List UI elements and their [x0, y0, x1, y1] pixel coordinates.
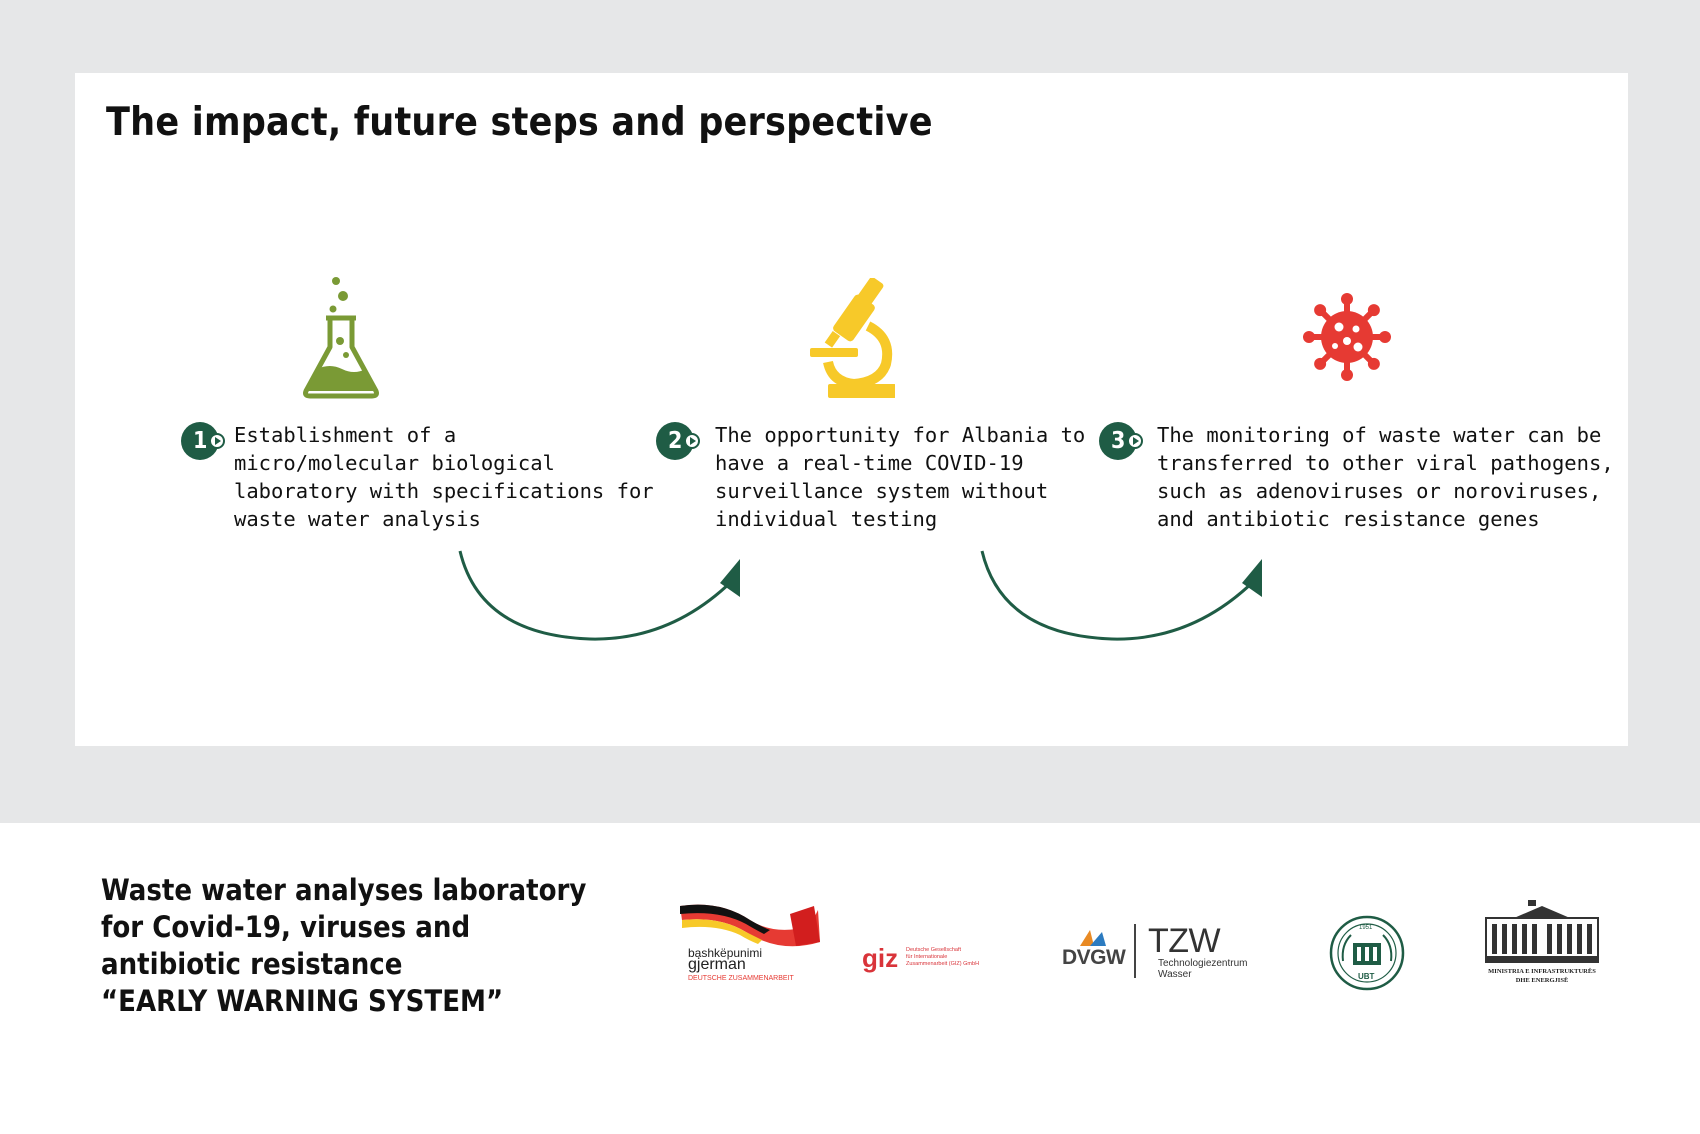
step-2-number: 2 [668, 428, 683, 454]
tzw-mark: TZW [1148, 922, 1221, 960]
giz-logo: giz Deutsche Gesellschaft für Internatio… [862, 943, 982, 977]
content-card [75, 73, 1628, 746]
bashkepunimi-gjerman-logo: bashkëpunimi gjerman DEUTSCHE ZUSAMMENAR… [680, 902, 820, 986]
footer-title-line: for Covid-19, viruses and [101, 910, 471, 944]
building-icon [1485, 900, 1599, 963]
flag-ribbon-icon [680, 904, 820, 947]
logo-line: DHE ENERGJISË [1515, 977, 1569, 984]
logo-divider [1134, 924, 1136, 978]
logo-line: Technologiezentrum [1158, 958, 1248, 969]
step-2-text: The opportunity for Albania to have a re… [715, 423, 1086, 531]
ministry-logo: MINISTRIA E INFRASTRUKTURËS DHE ENERGJIS… [1484, 898, 1600, 990]
page-title: The impact, future steps and perspective [106, 100, 933, 145]
curved-arrow-icon [458, 550, 740, 641]
logo-line: für Internationale [906, 954, 948, 960]
step-3-text: The monitoring of waste water can be tra… [1157, 423, 1614, 531]
play-icon [209, 433, 225, 449]
logo-line: Zusammenarbeit (GIZ) GmbH [906, 961, 980, 967]
microscope-icon [810, 278, 895, 398]
step-2-badge: 2 [656, 422, 700, 460]
play-icon [684, 433, 700, 449]
seal-mark: UBT [1358, 972, 1375, 981]
seal-icon [1329, 915, 1405, 991]
step-3-badge: 3 [1099, 422, 1143, 460]
seal-year: 1951 [1359, 925, 1373, 931]
step-1-badge: 1 [181, 422, 225, 460]
logo-line: Wasser [1158, 969, 1192, 980]
logo-line: DEUTSCHE ZUSAMMENARBEIT [688, 975, 794, 982]
step-1-number: 1 [193, 428, 208, 454]
flask-icon [303, 277, 379, 399]
logo-line: Deutsche Gesellschaft [906, 947, 962, 953]
dvgw-mark: DVGW [1062, 946, 1126, 969]
footer-title-line: “EARLY WARNING SYSTEM” [101, 984, 504, 1018]
step-1-text: Establishment of a micro/molecular biolo… [234, 423, 654, 531]
curved-arrow-icon [980, 550, 1262, 641]
virus-icon [1303, 293, 1391, 381]
ubt-seal-logo: 1951 UBT [1329, 915, 1405, 991]
giz-mark: giz [862, 943, 899, 973]
logo-line: MINISTRIA E INFRASTRUKTURËS [1488, 968, 1596, 975]
play-icon [1127, 433, 1143, 449]
step-3-number: 3 [1111, 428, 1126, 454]
logo-line: bashkëpunimi [688, 946, 763, 960]
logo-line: gjerman [688, 956, 746, 973]
dvgw-tzw-logo: DVGW TZW Technologiezentrum Wasser [1062, 922, 1262, 982]
footer-title: Waste water analyses laboratory for Covi… [101, 872, 586, 1020]
footer-title-line: Waste water analyses laboratory [101, 873, 587, 907]
dvgw-flame-icon [1080, 930, 1106, 946]
footer-title-line: antibiotic resistance [101, 947, 403, 981]
